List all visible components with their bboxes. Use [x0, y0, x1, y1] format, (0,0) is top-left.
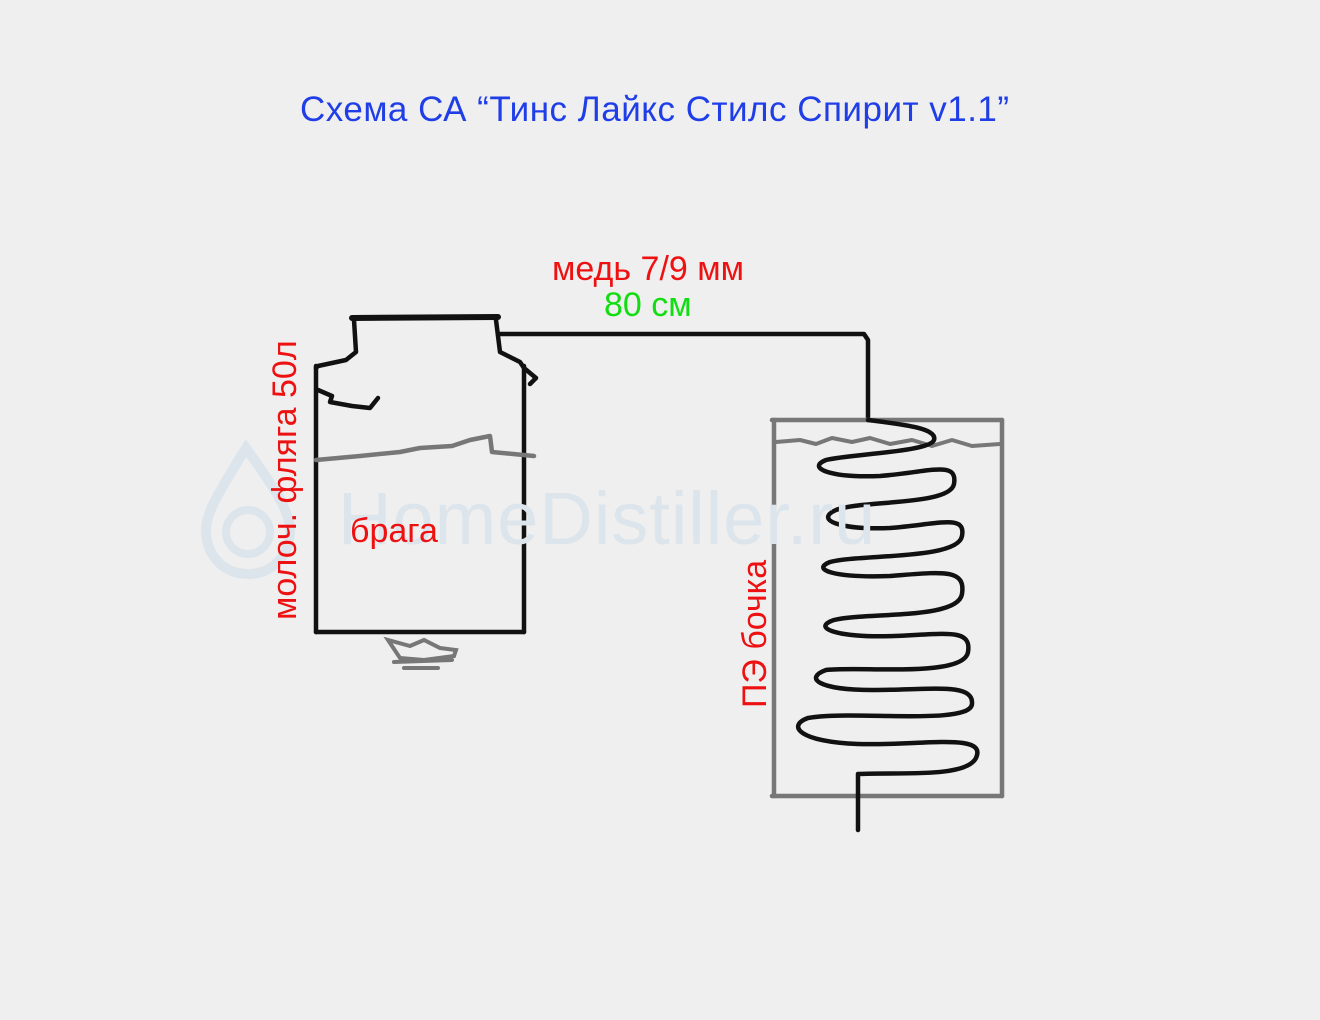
watermark-logo-icon: [200, 438, 296, 580]
boiler-vertical-label: молоч. фляга 50л: [266, 340, 304, 620]
water-level-line: [774, 436, 1002, 448]
burner-icon: [383, 636, 459, 670]
mash-level-line: [313, 433, 537, 463]
condenser-barrel: [769, 417, 1005, 799]
barrel-vertical-label: ПЭ бочка: [736, 559, 774, 708]
watermark-text: HomeDistiller.ru: [338, 477, 877, 560]
cooling-coil: [795, 417, 980, 833]
copper-pipe: [495, 331, 871, 423]
boiler-flask: [313, 314, 539, 635]
pipe-length-label: 80 см: [604, 286, 692, 324]
pipe-material-label: медь 7/9 мм: [552, 250, 744, 288]
diagram-title: Схема СА “Тинс Лайкс Стилс Спирит v1.1”: [300, 90, 1010, 129]
mash-label: брага: [350, 512, 438, 550]
